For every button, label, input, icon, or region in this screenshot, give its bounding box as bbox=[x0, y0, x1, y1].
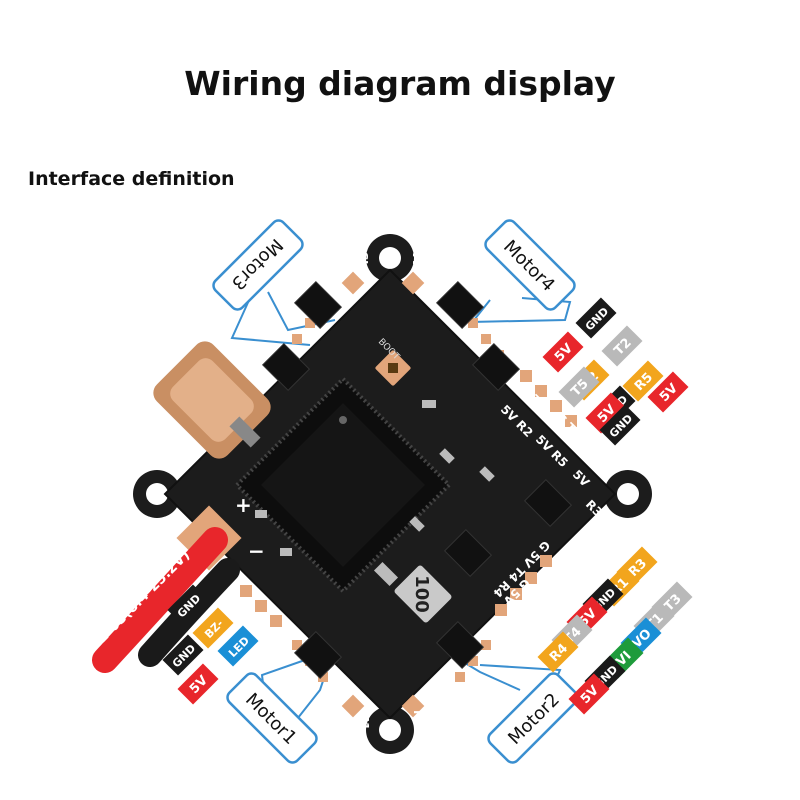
wire-tag-bg bbox=[599, 404, 641, 446]
section-subtitle: Interface definition bbox=[28, 168, 235, 190]
mcu-chip bbox=[234, 376, 452, 594]
wire-tag-bg bbox=[192, 607, 234, 649]
chip-100-label: 100 bbox=[411, 575, 432, 613]
wire-tag-t2: T2 bbox=[601, 325, 643, 367]
wire-tag-bg bbox=[601, 325, 643, 367]
wire-tag-bg bbox=[647, 371, 689, 413]
motor2-group: Motor2 bbox=[459, 659, 579, 764]
motor4-group: Motor4 bbox=[469, 219, 576, 328]
m2-label: M2 bbox=[411, 710, 425, 730]
wire-tag-5v: 5V bbox=[542, 331, 584, 373]
mount-hole-right bbox=[617, 483, 639, 505]
motor2-label-box bbox=[487, 672, 579, 764]
flight-controller-board: BOOT 100 + − M3 bbox=[133, 234, 652, 754]
motor1-label-box bbox=[226, 672, 318, 764]
battery-cable: BAT:2-6S(8.4-25.2V) bbox=[70, 527, 240, 673]
motor3-label-box bbox=[212, 219, 304, 311]
page-title: Wiring diagram display bbox=[184, 64, 616, 103]
m4-label: M4 bbox=[411, 252, 425, 272]
chip-100: 100 bbox=[394, 565, 452, 623]
motor-pads bbox=[341, 271, 425, 718]
wire-tag-bg bbox=[217, 625, 259, 667]
mount-hole-left bbox=[146, 483, 168, 505]
motor3-group: Motor3 bbox=[212, 219, 336, 346]
m3-label: M3 bbox=[357, 252, 371, 272]
wire-tag-bg bbox=[542, 331, 584, 373]
wire-tag-bg bbox=[177, 663, 219, 705]
mosfets bbox=[261, 280, 573, 680]
m1-label: M1 bbox=[357, 710, 371, 730]
edge-pads bbox=[240, 302, 577, 682]
wire-tag-bg bbox=[585, 392, 627, 434]
battery-plus-sign: + bbox=[235, 493, 252, 517]
usb-c-port bbox=[153, 341, 271, 459]
wire-tag-bz: BZ- bbox=[192, 607, 234, 649]
wire-tag-bg bbox=[558, 366, 600, 408]
wire-tag-t5: T5 bbox=[558, 366, 600, 408]
wire-tag-bg bbox=[162, 634, 204, 676]
motor1-group: Motor1 bbox=[226, 659, 331, 764]
wire-tag-bg bbox=[568, 673, 610, 715]
right-upper-tags: GNDT25VR2GNDT55VR5GND5V bbox=[542, 297, 689, 446]
motor4-label-box bbox=[484, 219, 576, 311]
mount-hole-bottom bbox=[379, 719, 401, 741]
wire-tag-bg bbox=[537, 631, 579, 673]
small-components bbox=[255, 400, 495, 587]
wire-tag-bg bbox=[575, 297, 617, 339]
wire-tag-bg bbox=[622, 360, 664, 402]
wire-tag-led: LED bbox=[217, 625, 259, 667]
battery-minus-sign: − bbox=[248, 539, 265, 563]
wire-tag-gnd: GND bbox=[575, 297, 617, 339]
mount-hole-top bbox=[379, 247, 401, 269]
wire-tag-bg bbox=[167, 584, 209, 626]
